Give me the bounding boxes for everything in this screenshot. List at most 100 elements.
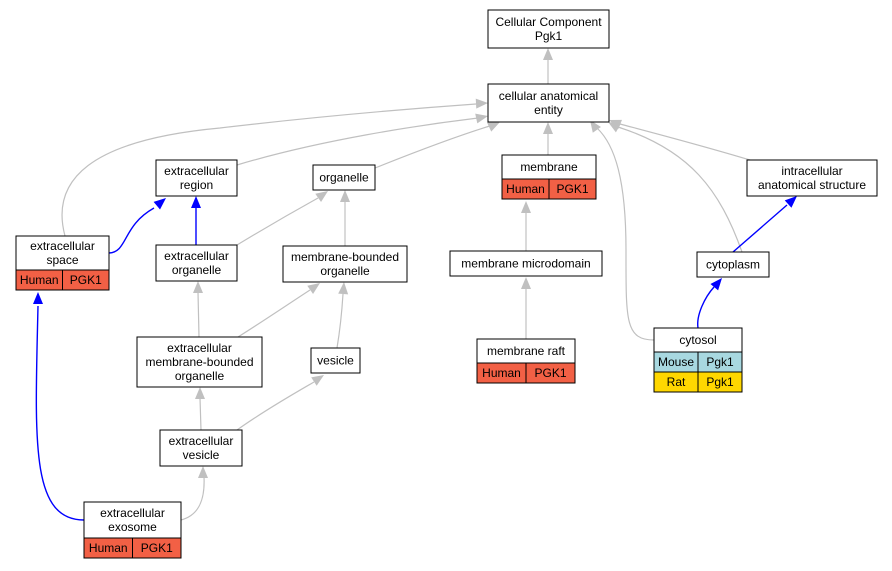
edge-ecmbo-to-ecorg-is-a [193, 281, 203, 338]
node-label: cytoplasm [706, 258, 760, 272]
edge-exosome-to-ecves-is-a [180, 466, 208, 521]
arrowhead [33, 292, 43, 304]
arrowhead [710, 278, 722, 291]
node-label: cytosol [679, 333, 716, 347]
gene-label: PGK1 [534, 366, 566, 380]
edge-cytosol-to-cytoplasm-part-of [697, 278, 722, 329]
node-label: entity [534, 103, 563, 117]
arrowhead [521, 201, 531, 213]
node-label: membrane [520, 160, 578, 174]
arrowhead [193, 281, 203, 293]
arrowhead [487, 122, 500, 132]
node-label: organelle [172, 263, 222, 277]
arrowhead [315, 191, 328, 202]
node-label: Pgk1 [535, 29, 563, 43]
annotation-row-mouse: Mouse Pgk1 [653, 351, 743, 373]
node-label: anatomical structure [758, 178, 866, 192]
arrowhead [543, 122, 553, 134]
arrowhead [475, 98, 488, 109]
node-box [136, 336, 263, 388]
edge-ecorg-to-organelle-is-a [236, 191, 328, 246]
arrowhead [608, 122, 621, 133]
node-cytoplasm[interactable]: cytoplasm [696, 251, 770, 278]
edge-cytosol-to-cae-is-a [590, 120, 655, 341]
node-label: intracellular [781, 164, 842, 178]
gene-label: PGK1 [556, 182, 588, 196]
arrowhead [521, 277, 531, 289]
arrowhead [311, 375, 324, 386]
node-label: space [46, 253, 78, 267]
arrowhead [475, 113, 488, 124]
node-label: vesicle [317, 354, 354, 368]
edge-cytoplasm-to-iase-part-of [732, 196, 797, 253]
node-label: vesicle [183, 448, 220, 462]
arrowhead [590, 120, 601, 133]
node-label: organelle [320, 264, 370, 278]
node-box [653, 327, 743, 353]
species-label: Human [506, 182, 545, 196]
species-label: Human [20, 273, 59, 287]
node-box [310, 347, 361, 374]
edge-mmd-to-membrane-is-a [521, 201, 531, 251]
node-box [487, 9, 610, 49]
edge-ecves-to-vesicle-is-a [236, 375, 324, 431]
node-label: extracellular [30, 239, 95, 253]
node-label: extracellular [167, 341, 232, 355]
node-label: extracellular [169, 434, 234, 448]
arrowhead [153, 198, 166, 210]
annotation-row-human: Human PGK1 [476, 362, 576, 384]
node-mmd[interactable]: membrane microdomain [449, 250, 603, 277]
edge-raft-to-mmd-is-a [521, 277, 531, 339]
arrowhead [543, 48, 553, 60]
species-label: Human [482, 366, 521, 380]
node-box [476, 338, 576, 364]
arrowhead [307, 283, 320, 294]
node-label: extracellular [100, 506, 165, 520]
node-box [83, 501, 182, 539]
gene-label: Pgk1 [706, 355, 734, 369]
edges-layer [33, 48, 797, 521]
species-label: Human [89, 541, 128, 555]
arrowhead [340, 190, 350, 202]
edge-membrane-to-cae-is-a [543, 122, 553, 155]
edge-cytoplasm-to-cae-is-a [608, 122, 743, 253]
node-box [312, 164, 376, 191]
species-label: Mouse [658, 355, 694, 369]
node-box [155, 244, 238, 282]
node-vesicle[interactable]: vesicle [310, 347, 361, 374]
node-box [159, 429, 243, 467]
node-organelle[interactable]: organelle [312, 164, 376, 191]
edge-ecorg-to-ecregion-part-of [191, 196, 201, 245]
arrowhead [198, 466, 208, 478]
node-box [746, 159, 878, 197]
node-box [155, 159, 238, 197]
node-box [501, 154, 597, 180]
node-label: extracellular [164, 249, 229, 263]
edge-iase-to-cae-is-a [609, 119, 751, 161]
species-label: Rat [667, 375, 686, 389]
edge-vesicle-to-mbo-is-a [336, 282, 349, 349]
arrowhead [784, 196, 797, 208]
node-label: organelle [175, 369, 225, 383]
annotation-row-human: Human PGK1 [501, 178, 597, 200]
arrowhead [191, 196, 201, 208]
arrowhead [195, 387, 205, 399]
node-label: membrane microdomain [461, 257, 590, 271]
node-box [282, 245, 408, 283]
